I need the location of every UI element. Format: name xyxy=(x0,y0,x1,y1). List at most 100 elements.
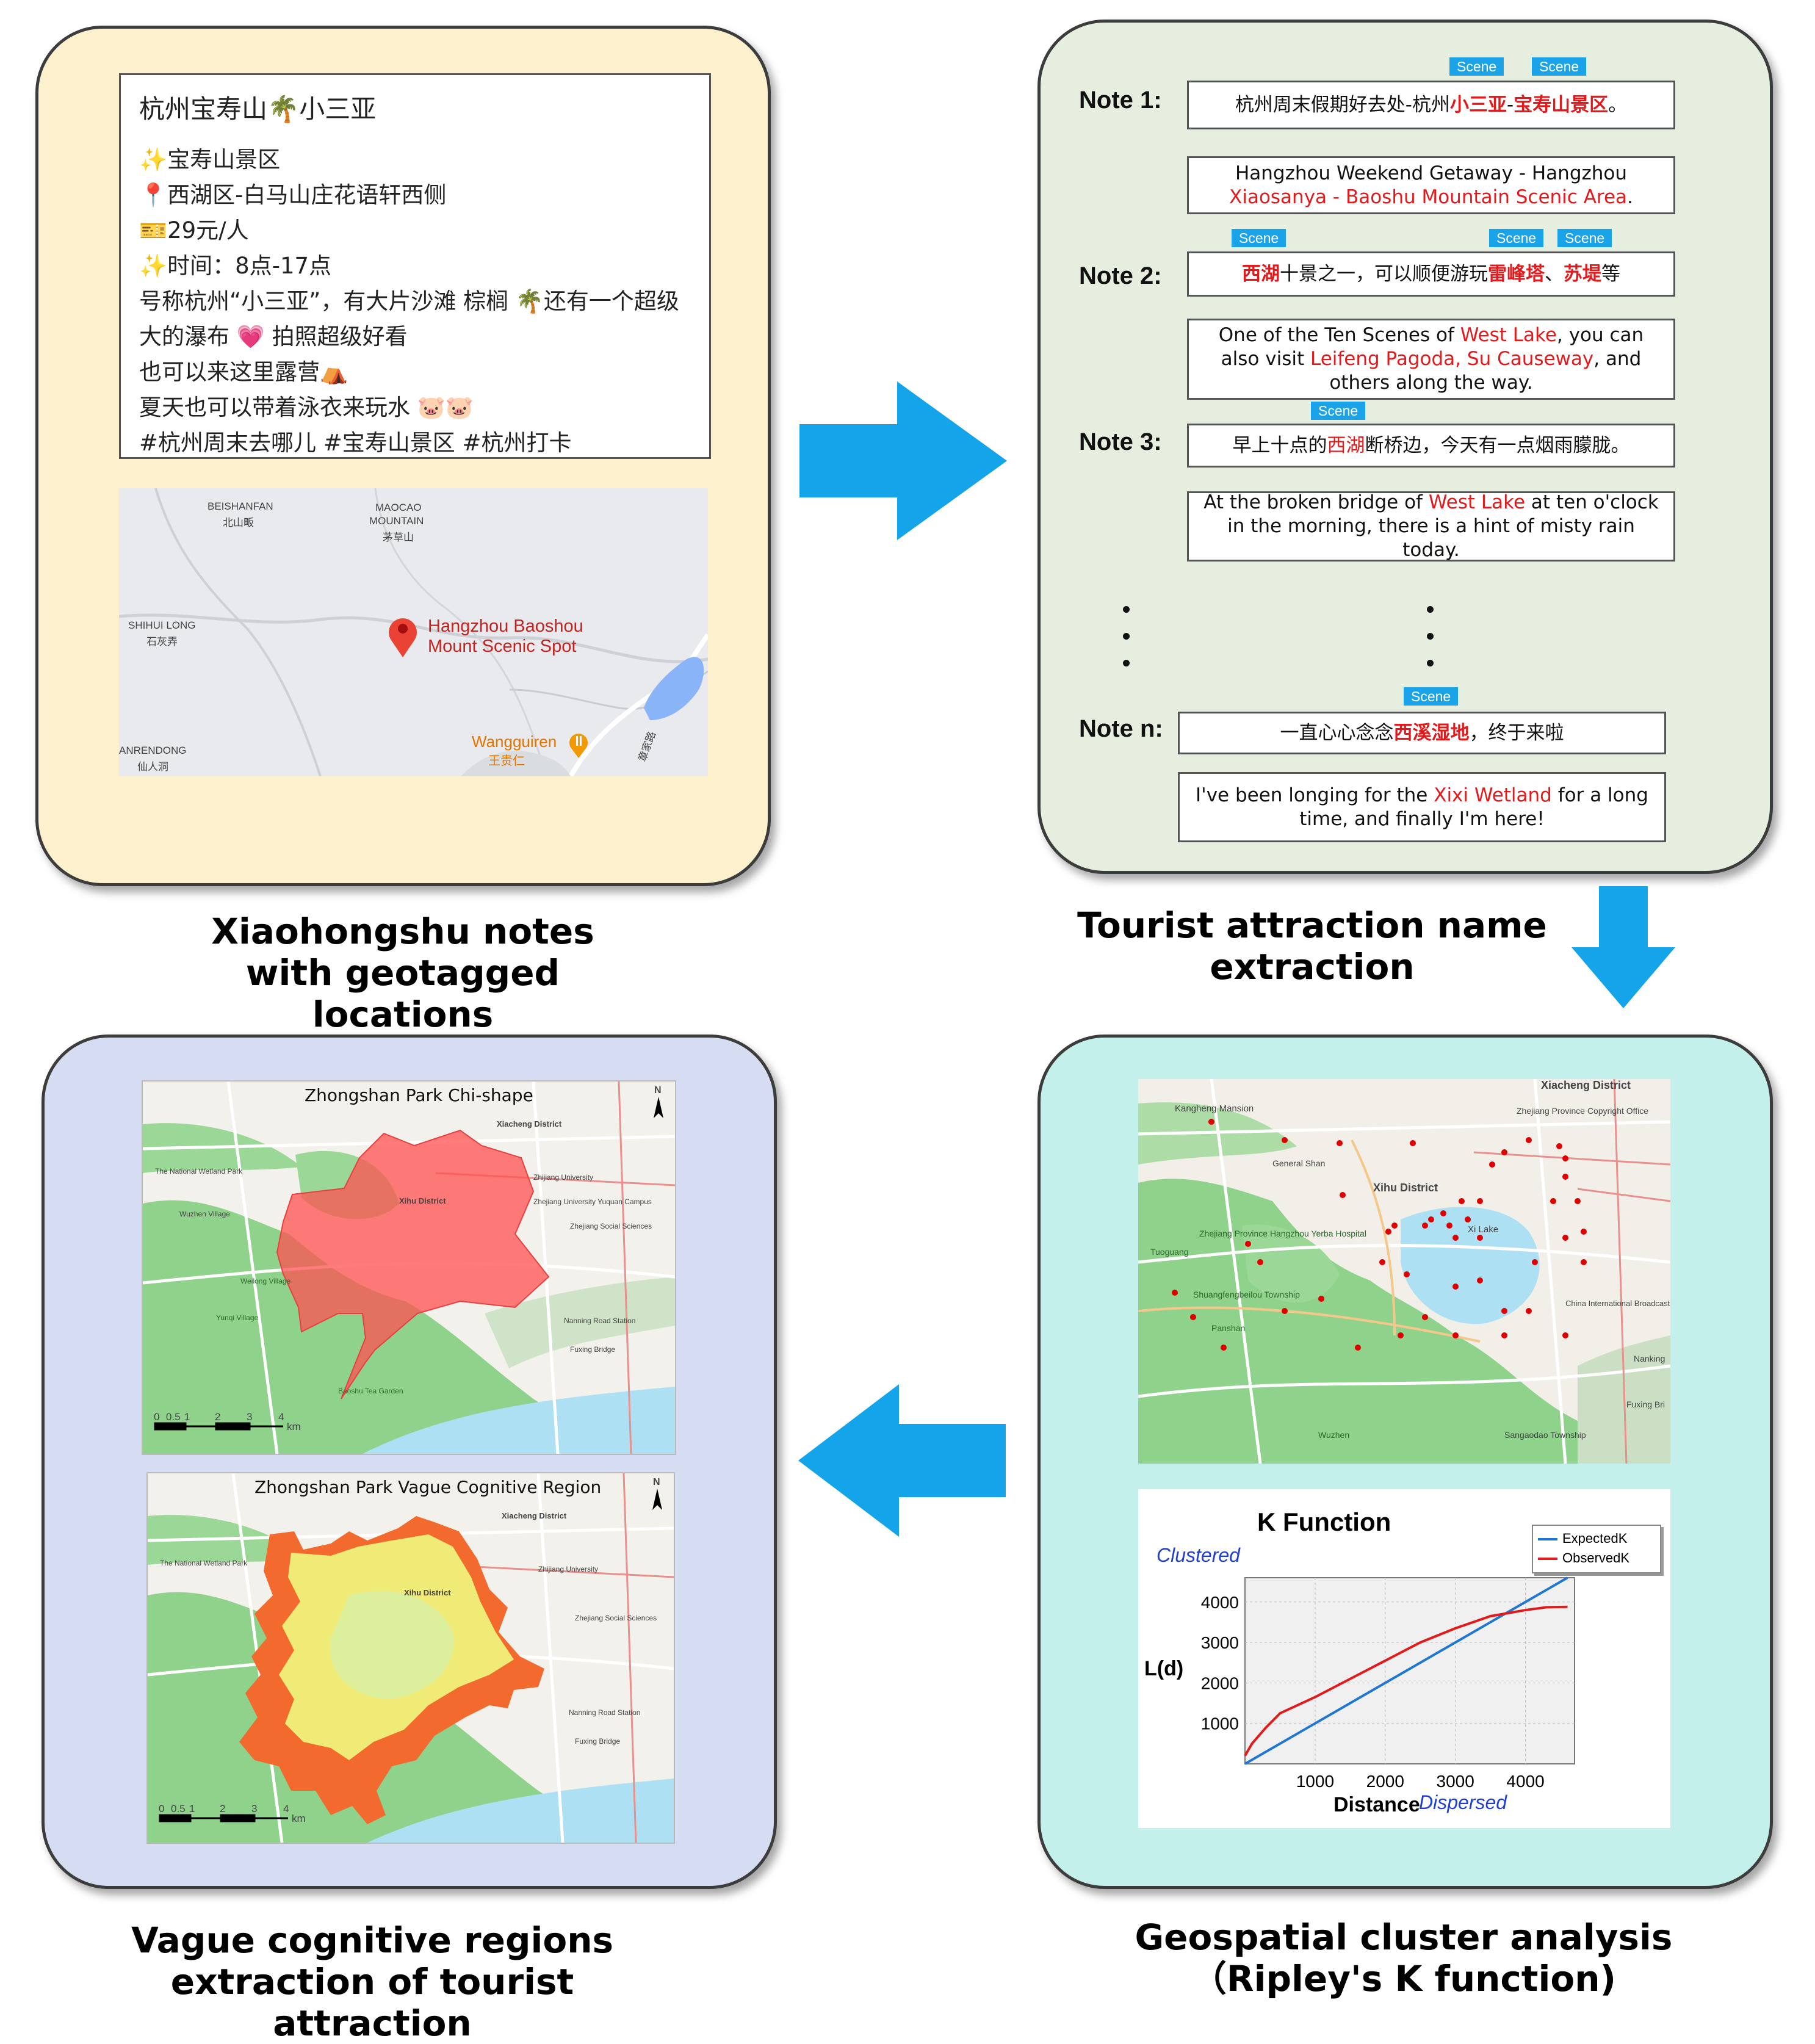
attraction-name: 西湖 xyxy=(1242,262,1280,285)
map-label: Fuxing Bridge xyxy=(575,1737,621,1746)
scale-label: 2 xyxy=(220,1803,226,1815)
map-label: Baoshu Tea Garden xyxy=(338,1387,403,1395)
scale-label: 1 xyxy=(184,1411,190,1423)
note-2-en: One of the Ten Scenes of West Lake, you … xyxy=(1187,319,1675,400)
map-label: Fuxing Bri xyxy=(1626,1399,1665,1409)
scale-label: 0.5 xyxy=(166,1411,181,1423)
attraction-name: Xixi Wetland xyxy=(1434,784,1552,806)
cluster-point xyxy=(1422,1222,1428,1229)
attraction-name: West Lake xyxy=(1428,491,1526,513)
note-text: 早上十点的西湖断桥边，今天有一点烟雨朦胧。 xyxy=(1233,434,1630,458)
cluster-point xyxy=(1282,1308,1288,1314)
note-text-segment: At the broken bridge of xyxy=(1203,491,1429,513)
post-line: #杭州周末去哪儿 #宝寿山景区 #杭州打卡 xyxy=(139,430,572,456)
x-axis-label: Distance xyxy=(1333,1793,1420,1816)
note-text-segment: 杭州周末假期好去处-杭州 xyxy=(1235,93,1450,116)
cluster-point xyxy=(1422,1314,1428,1320)
map-label: Xihu District xyxy=(399,1196,446,1205)
note-text-segment: 。 xyxy=(1608,93,1628,116)
note-label: Note n: xyxy=(1079,715,1163,742)
cluster-point xyxy=(1379,1259,1385,1265)
map-label: Xi Lake xyxy=(1468,1224,1499,1235)
cluster-point xyxy=(1501,1149,1507,1155)
ellipsis-dot xyxy=(1123,633,1130,640)
scale-label: 4 xyxy=(278,1411,284,1423)
note-3-en: At the broken bridge of West Lake at ten… xyxy=(1187,491,1675,562)
note-label: Note 3: xyxy=(1079,428,1162,455)
attraction-name: 西湖 xyxy=(1327,434,1365,457)
cluster-point xyxy=(1477,1198,1483,1204)
note-text-segment: at ten o'clock in the morning, there is … xyxy=(1227,491,1659,561)
map-label: Xiacheng District xyxy=(1541,1079,1631,1091)
cluster-point xyxy=(1190,1314,1196,1320)
scene-tag: Scene xyxy=(1532,57,1587,76)
cluster-point xyxy=(1465,1216,1471,1222)
map-label: Nanning Road Station xyxy=(564,1316,636,1325)
cluster-point xyxy=(1452,1284,1459,1290)
cluster-point xyxy=(1398,1332,1404,1338)
legend-label: ObservedK xyxy=(1562,1550,1630,1566)
caption-regions: Vague cognitive regions extraction of to… xyxy=(131,1919,614,2044)
cluster-point xyxy=(1581,1229,1587,1235)
location-pin-icon[interactable] xyxy=(386,613,419,657)
cluster-point xyxy=(1208,1119,1214,1125)
vague-region-map[interactable]: Zhongshan Park Vague Cognitive Region N … xyxy=(146,1472,675,1844)
ellipsis-dot xyxy=(1427,660,1434,666)
map-label: Zhejiang Province Hangzhou Yerba Hospita… xyxy=(1199,1229,1366,1238)
note-text: 西湖十景之一，可以顺便游玩雷峰塔、苏堤等 xyxy=(1242,262,1620,286)
cluster-point xyxy=(1501,1332,1507,1338)
y-axis-label: L(d) xyxy=(1144,1657,1184,1680)
pin-label: Mount Scenic Spot xyxy=(428,637,577,656)
map-label: BEISHANFAN xyxy=(207,500,273,512)
note-label: Note 2: xyxy=(1079,262,1162,289)
attraction-name: Leifeng Pagoda, Su Causeway xyxy=(1310,348,1594,370)
food-pin-icon xyxy=(569,734,588,758)
note-text-segment: One of the Ten Scenes of xyxy=(1218,324,1460,346)
map-label: Zhejiang Social Sciences xyxy=(570,1222,652,1230)
cluster-point xyxy=(1446,1222,1452,1229)
scene-tag: Scene xyxy=(1232,229,1286,247)
cluster-point xyxy=(1501,1308,1507,1314)
scale-label: 1 xyxy=(189,1803,195,1815)
chi-shape-map[interactable]: Zhongshan Park Chi-shape N Xiacheng Dist… xyxy=(142,1080,676,1455)
attraction-name: 宝寿山景区 xyxy=(1514,93,1609,116)
note-text-segment: ，终于来啦 xyxy=(1469,721,1564,744)
map-label: Xiacheng District xyxy=(502,1511,567,1520)
scene-tag: Scene xyxy=(1311,402,1366,420)
scene-tag: Scene xyxy=(1404,687,1459,706)
cluster-point xyxy=(1526,1137,1532,1143)
post-line: 也可以来这里露营⛺ xyxy=(139,359,348,385)
map-title: Zhongshan Park Vague Cognitive Region xyxy=(254,1477,602,1497)
caption-cluster: Geospatial cluster analysis（Ripley's K f… xyxy=(1135,1916,1673,1999)
scale-label: 0 xyxy=(154,1411,160,1423)
cluster-point xyxy=(1337,1140,1343,1146)
map-label: Zhijiang University xyxy=(538,1565,599,1573)
map-label: 茅草山 xyxy=(383,532,414,543)
x-tick-label: 4000 xyxy=(1506,1772,1544,1791)
map-label: 仙人洞 xyxy=(137,761,168,773)
note-n-zh: 一直心心念念西溪湿地，终于来啦 xyxy=(1178,712,1666,754)
note-1-en: Hangzhou Weekend Getaway - Hangzhou Xiao… xyxy=(1187,156,1675,214)
legend-label: ExpectedK xyxy=(1562,1531,1628,1546)
legend-swatch xyxy=(1538,1538,1557,1540)
location-map[interactable]: BEISHANFAN 北山畈 MAOCAO MOUNTAIN 茅草山 SHIHU… xyxy=(119,488,708,776)
map-label: General Shan xyxy=(1272,1158,1326,1168)
map-label: Wuzhen Village xyxy=(179,1210,230,1218)
cluster-point xyxy=(1575,1198,1581,1204)
y-tick-label: 2000 xyxy=(1201,1674,1239,1692)
note-text: 一直心心念念西溪湿地，终于来啦 xyxy=(1280,721,1564,745)
ellipsis-dot xyxy=(1123,660,1130,666)
map-label: 王贵仁 xyxy=(488,754,525,768)
map-label: Zhejiang Social Sciences xyxy=(575,1614,657,1622)
cluster-map[interactable]: Xiacheng District Kangheng Mansion Zheji… xyxy=(1138,1079,1670,1464)
cluster-point xyxy=(1172,1290,1178,1296)
note-n-en: I've been longing for the Xixi Wetland f… xyxy=(1178,772,1666,842)
arrow-down xyxy=(1571,886,1675,1008)
attraction-name: Xiaosanya - Baoshu Mountain Scenic Area xyxy=(1229,186,1628,208)
map-label: Zhijiang University xyxy=(533,1173,594,1182)
note-text: At the broken bridge of West Lake at ten… xyxy=(1197,491,1665,562)
note-1-zh: 杭州周末假期好去处-杭州小三亚-宝寿山景区。 xyxy=(1187,81,1675,129)
note-text: 杭州周末假期好去处-杭州小三亚-宝寿山景区。 xyxy=(1235,93,1627,117)
